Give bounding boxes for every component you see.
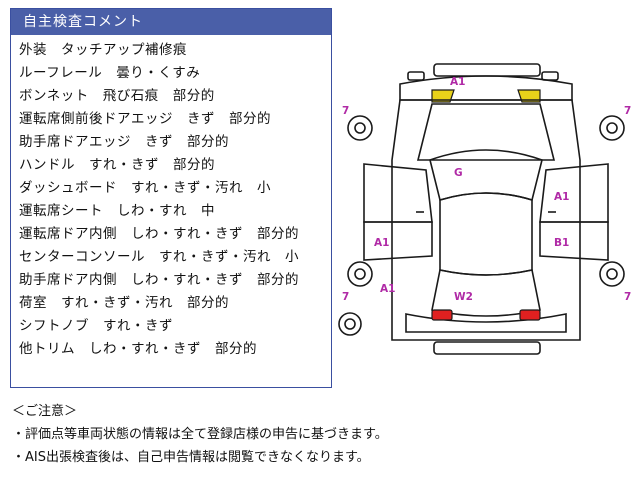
label-right-front-wheel: 7	[624, 105, 631, 117]
front-right-lamp	[517, 89, 541, 103]
car-condition-diagram: A1 7 7 G A1 A1 B1 A1 7 7 W2	[338, 63, 631, 355]
trunk-outline	[405, 313, 567, 333]
front-bumper-outline	[433, 63, 541, 77]
label-left-rear-wheel: 7	[342, 291, 349, 303]
left-rear-door-outline	[363, 221, 433, 261]
wheel-left-rear	[347, 261, 373, 287]
label-front-bumper: A1	[450, 76, 465, 88]
wheel-spare	[338, 312, 362, 336]
inspection-comment-panel: 自主検査コメント 外装 タッチアップ補修痕 ルーフレール 曇り・くすみ ボンネッ…	[10, 8, 332, 388]
label-right-rear-wheel: 7	[624, 291, 631, 303]
notes: ＜ご注意＞ ・評価点等車両状態の情報は全て登録店様の申告に基づきます。 ・AIS…	[12, 400, 388, 469]
notes-heading: ＜ご注意＞	[12, 404, 78, 419]
right-front-door-outline	[539, 163, 609, 223]
front-left-mirror-outline	[407, 71, 425, 81]
notes-line-2: ・AIS出張検査後は、自己申告情報は閲覧できなくなります。	[12, 450, 370, 465]
notes-line-1: ・評価点等車両状態の情報は全て登録店様の申告に基づきます。	[12, 427, 388, 442]
rear-right-lamp	[519, 309, 541, 321]
wheel-left-front	[347, 115, 373, 141]
front-left-lamp	[431, 89, 455, 103]
comment-item: 運転席ドア内側 しわ・すれ・きず 部分的	[19, 226, 299, 242]
label-right-front-door: A1	[554, 191, 569, 203]
label-left-rear-fender: A1	[380, 283, 395, 295]
front-panel-outline	[399, 75, 573, 101]
rear-window-outline	[431, 269, 541, 317]
wheel-right-rear	[599, 261, 625, 287]
comment-item: センターコンソール すれ・きず・汚れ 小	[19, 249, 299, 265]
label-right-rear-door: B1	[554, 237, 569, 249]
comment-item: 他トリム しわ・すれ・きず 部分的	[19, 341, 257, 357]
comment-item: 荷室 すれ・きず・汚れ 部分的	[19, 295, 229, 311]
right-rear-door-outline	[539, 221, 609, 261]
label-rear-bumper: W2	[454, 291, 473, 303]
label-left-front-wheel: 7	[342, 105, 349, 117]
left-front-door-outline	[363, 163, 433, 223]
comment-item: 助手席ドア内側 しわ・すれ・きず 部分的	[19, 272, 299, 288]
comment-list: 外装 タッチアップ補修痕 ルーフレール 曇り・くすみ ボンネット 飛び石痕 部分…	[11, 35, 331, 361]
panel-title: 自主検査コメント	[11, 9, 331, 35]
comment-item: 運転席側前後ドアエッジ きず 部分的	[19, 111, 271, 127]
rear-left-lamp	[431, 309, 453, 321]
comment-item: ダッシュボード すれ・きず・汚れ 小	[19, 180, 271, 196]
label-left-rear-door: A1	[374, 237, 389, 249]
rear-bumper-outline	[433, 341, 541, 355]
body-outline	[391, 99, 581, 341]
roof-outline	[439, 192, 533, 276]
comment-item: 助手席ドアエッジ きず 部分的	[19, 134, 229, 150]
comment-item: ルーフレール 曇り・くすみ	[19, 65, 201, 81]
hood-outline	[416, 103, 556, 161]
front-right-mirror-outline	[541, 71, 559, 81]
comment-item: 外装 タッチアップ補修痕	[19, 42, 187, 58]
comment-item: ハンドル すれ・きず 部分的	[19, 157, 215, 173]
wheel-right-front	[599, 115, 625, 141]
comment-item: ボンネット 飛び石痕 部分的	[19, 88, 215, 104]
label-roof: G	[454, 167, 463, 179]
comment-item: シフトノブ すれ・きず	[19, 318, 173, 334]
comment-item: 運転席シート しわ・すれ 中	[19, 203, 215, 219]
